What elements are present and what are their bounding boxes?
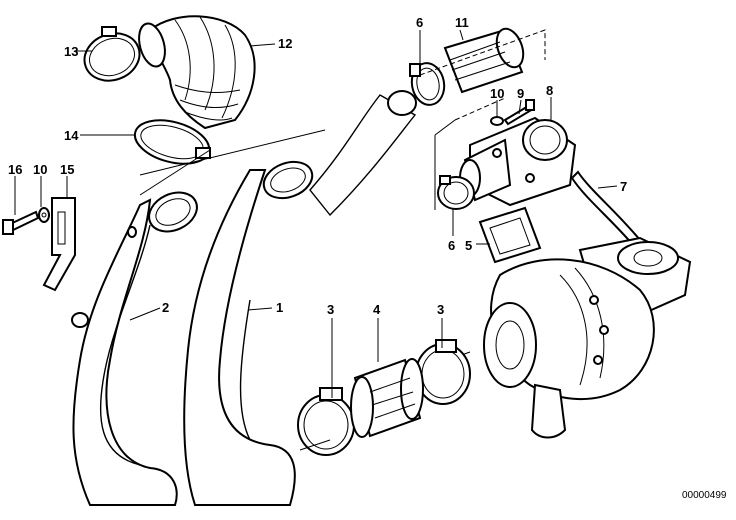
air-hose-part-12 <box>138 15 256 130</box>
callout-13: 13 <box>64 44 78 59</box>
callout-12: 12 <box>278 36 292 51</box>
hose-clamp-part-3-right <box>415 339 471 405</box>
diagram-code: 00000499 <box>682 490 727 501</box>
callout-8: 8 <box>546 83 553 98</box>
valve-housing-part-8 <box>459 116 577 207</box>
hose-clamp-part-6-lower <box>437 175 475 210</box>
callout-6-lower: 6 <box>448 238 455 253</box>
callout-4: 4 <box>373 302 381 317</box>
callout-11: 11 <box>455 15 469 30</box>
turbocharger <box>483 236 692 439</box>
washer-part-10-top <box>490 116 504 126</box>
washer-part-10-left <box>38 207 50 223</box>
callout-10-top: 10 <box>490 86 504 101</box>
callout-15: 15 <box>60 162 74 177</box>
hose-clamp-part-13 <box>83 26 141 82</box>
leader-lines <box>14 29 618 398</box>
clamp-ring-part-14 <box>133 119 211 165</box>
hose-clamp-part-6-top <box>409 62 446 106</box>
pipe-part-2 <box>71 191 198 506</box>
callout-10-left: 10 <box>33 162 47 177</box>
callout-7: 7 <box>620 179 627 194</box>
gasket-part-5 <box>478 206 542 264</box>
small-hose-part-7 <box>570 170 642 248</box>
callout-1: 1 <box>276 300 283 315</box>
bracket-part-15 <box>42 197 76 292</box>
callout-14: 14 <box>64 128 79 143</box>
bolt-part-9 <box>503 99 535 126</box>
callout-16: 16 <box>8 162 22 177</box>
callout-2: 2 <box>162 300 169 315</box>
callout-3-left: 3 <box>327 302 334 317</box>
bolt-part-16 <box>2 210 40 235</box>
rubber-sleeve-part-11 <box>443 27 525 94</box>
callout-3-right: 3 <box>437 302 444 317</box>
pipe-part-1 <box>183 90 417 506</box>
callout-9: 9 <box>517 86 524 101</box>
hose-clamp-part-3-left <box>297 387 355 456</box>
callout-6-top: 6 <box>416 15 423 30</box>
callout-5: 5 <box>465 238 472 253</box>
connector-sleeve-part-4 <box>350 358 424 438</box>
